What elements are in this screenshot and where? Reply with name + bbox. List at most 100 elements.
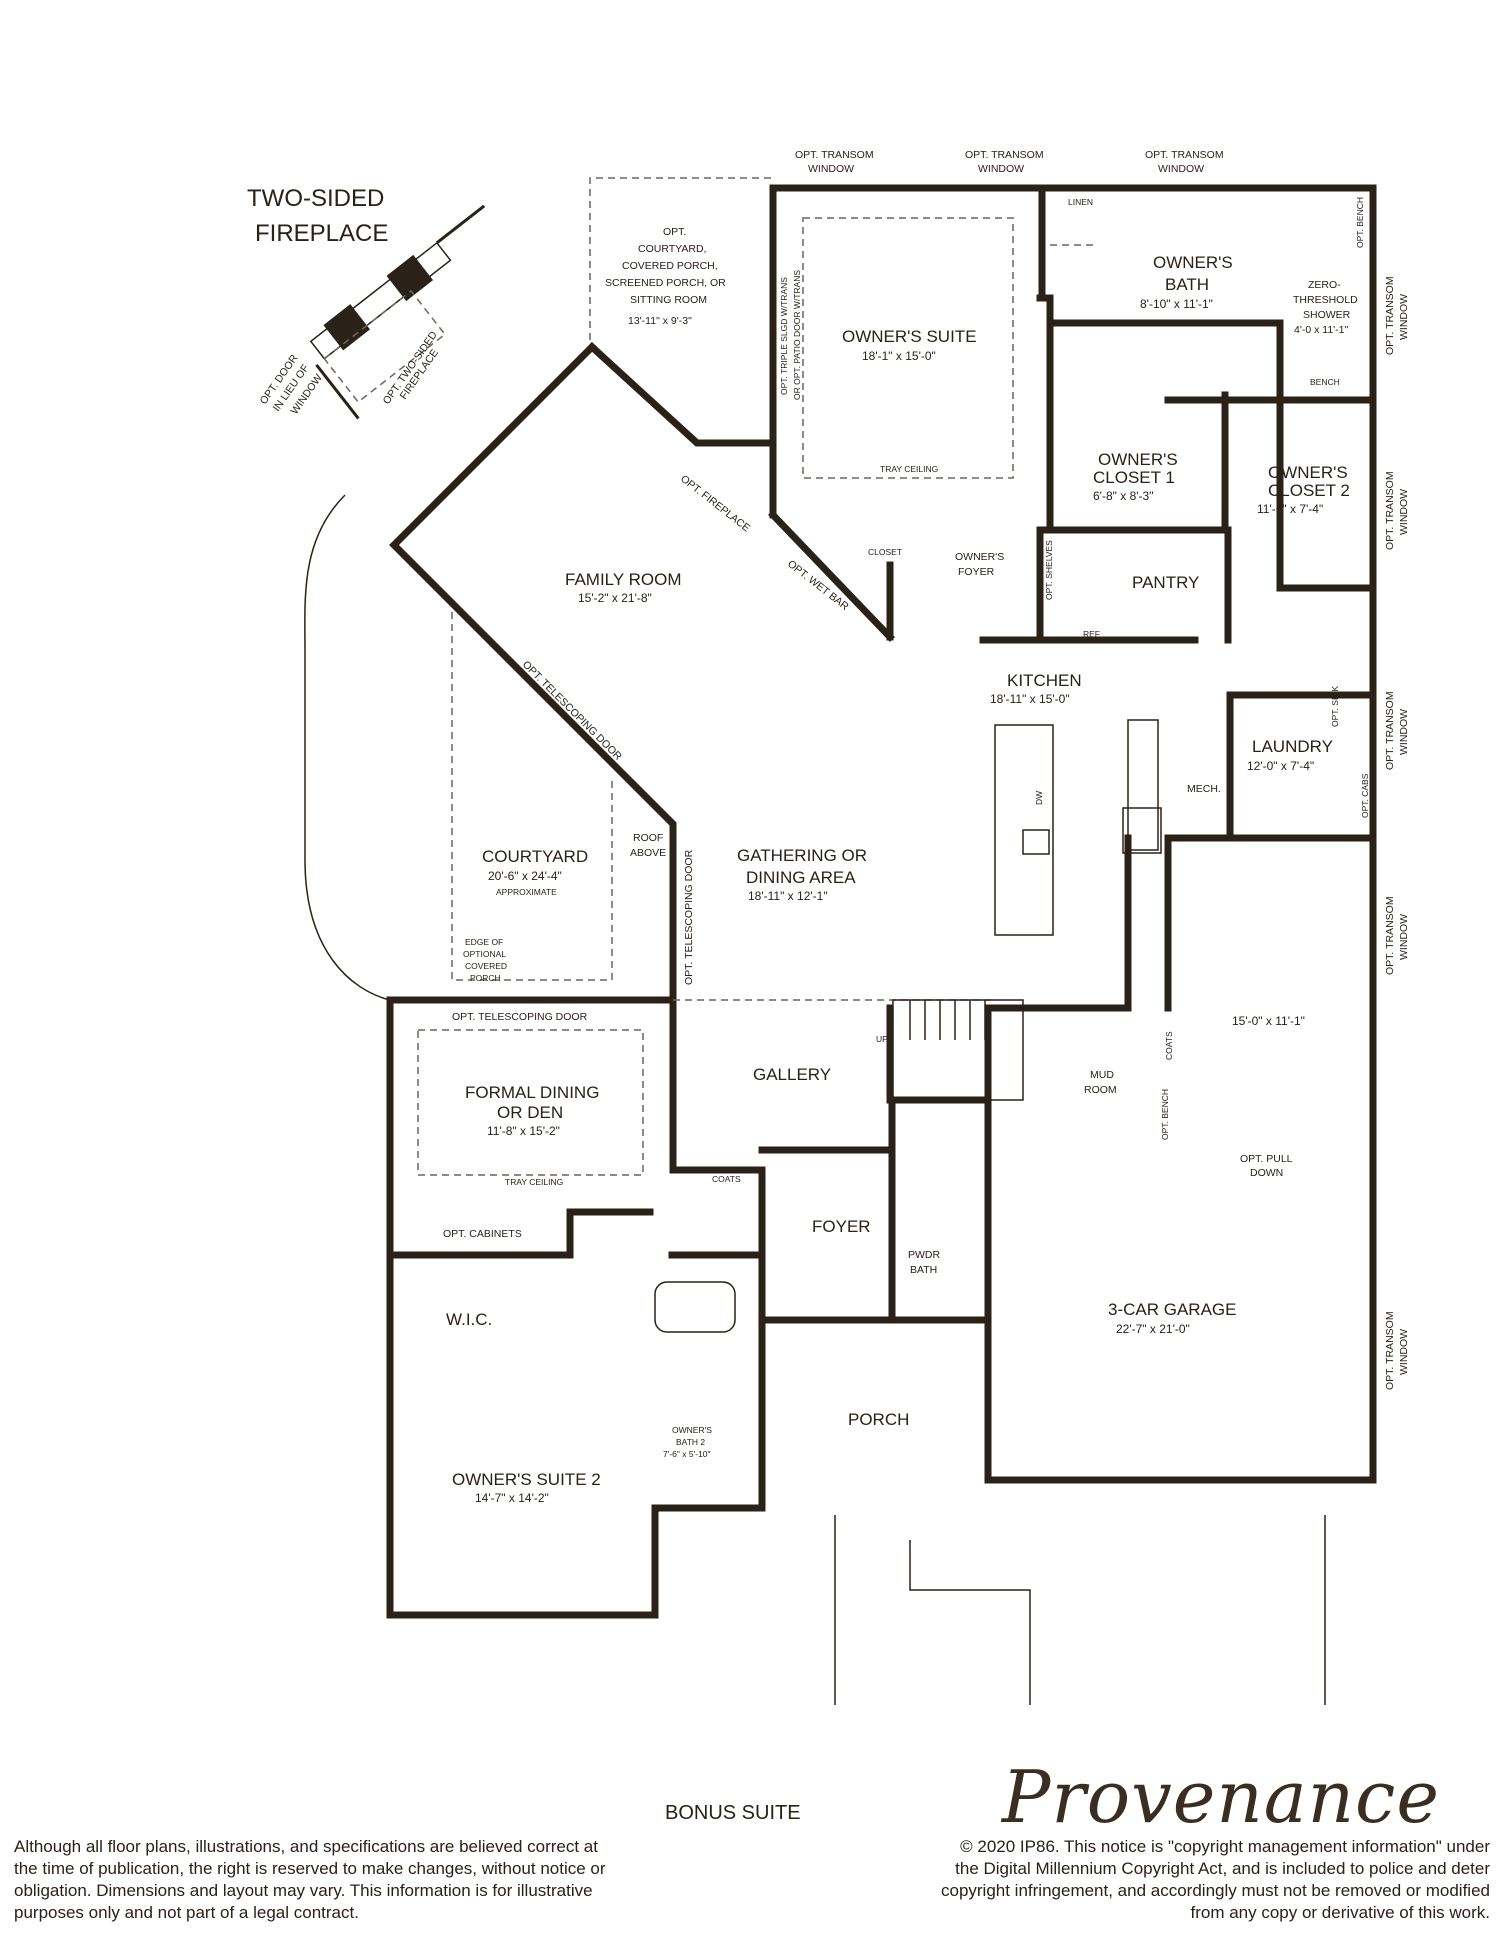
owners-bath2-l1: OWNER'S bbox=[672, 1425, 712, 1435]
opt-cabinets-label: OPT. CABINETS bbox=[443, 1228, 522, 1240]
gallery-label: GALLERY bbox=[753, 1065, 831, 1084]
closet2-l1: OWNER'S bbox=[1268, 463, 1348, 482]
exterior-walls bbox=[386, 184, 1377, 1619]
formal-dining-l1: FORMAL DINING bbox=[465, 1083, 599, 1102]
opt-shelves-label: OPT. SHELVES bbox=[1044, 540, 1054, 600]
transom-right4-l2: WINDOW bbox=[1398, 914, 1410, 960]
brand-logo: Provenance bbox=[1001, 1755, 1440, 1839]
transom-right1-l1: OPT. TRANSOM bbox=[1384, 276, 1396, 355]
ref-label: REF bbox=[1083, 629, 1100, 639]
owners-suite-dim: 18'-1" x 15'-0" bbox=[862, 349, 936, 363]
owners-foyer-l2: FOYER bbox=[958, 566, 995, 578]
owners-suite2-dim: 14'-7" x 14'-2" bbox=[475, 1491, 549, 1505]
kitchen-dim: 18'-11" x 15'-0" bbox=[990, 692, 1070, 706]
triple-slgd-l2: OR OPT. PATIO DOOR W/TRANS bbox=[792, 270, 802, 400]
copyright-line1: © 2020 IP86. This notice is "copyright m… bbox=[960, 1837, 1490, 1856]
opt-courtyard-l1: OPT. bbox=[663, 226, 686, 238]
opt-courtyard-dim: 13'-11" x 9'-3" bbox=[628, 315, 692, 327]
closet2-l2: CLOSET 2 bbox=[1268, 481, 1350, 500]
driveway bbox=[834, 1515, 1326, 1705]
wic-label: W.I.C. bbox=[446, 1310, 492, 1329]
pantry-label: PANTRY bbox=[1132, 573, 1199, 592]
courtyard-edge bbox=[304, 494, 391, 1001]
owners-suite-name: OWNER'S SUITE bbox=[842, 327, 977, 346]
shower-l3: SHOWER bbox=[1303, 309, 1351, 321]
closet1-dim: 6'-8" x 8'-3" bbox=[1093, 489, 1153, 503]
gathering-l2: DINING AREA bbox=[746, 868, 856, 887]
disclaimer-line4: purposes only and not part of a legal co… bbox=[14, 1903, 359, 1922]
transom-right5-l1: OPT. TRANSOM bbox=[1384, 1311, 1396, 1390]
copyright-line3: copyright infringement, and accordingly … bbox=[940, 1881, 1490, 1900]
transom-right5-l2: WINDOW bbox=[1398, 1329, 1410, 1375]
gathering-dim: 18'-11" x 12'-1" bbox=[748, 889, 828, 903]
owners-suite2-name: OWNER'S SUITE 2 bbox=[452, 1470, 601, 1489]
closet-label: CLOSET bbox=[868, 547, 902, 557]
transom-right3-l1: OPT. TRANSOM bbox=[1384, 691, 1396, 770]
formal-dining-l2: OR DEN bbox=[497, 1103, 563, 1122]
optional-outlines bbox=[417, 177, 1098, 1176]
telescoping-door-vert: OPT. TELESCOPING DOOR bbox=[683, 849, 695, 985]
courtyard-note: APPROXIMATE bbox=[496, 887, 557, 897]
edge-porch-l3: COVERED bbox=[465, 961, 507, 971]
transom-top3-l2: WINDOW bbox=[1158, 163, 1204, 175]
fireplace-title-line1: TWO-SIDED bbox=[247, 185, 384, 212]
transom-top3-l1: OPT. TRANSOM bbox=[1145, 149, 1224, 161]
up-label: UP bbox=[876, 1034, 888, 1044]
coats-label-mud: COATS bbox=[1164, 1031, 1174, 1060]
owners-bath-l2: BATH bbox=[1165, 275, 1209, 294]
family-room-dim: 15'-2" x 21'-8" bbox=[578, 591, 652, 605]
mud-room-l2: ROOM bbox=[1084, 1084, 1117, 1096]
transom-right2-l1: OPT. TRANSOM bbox=[1384, 471, 1396, 550]
transom-top2-l2: WINDOW bbox=[978, 163, 1024, 175]
garage-dim: 22'-7" x 21'-0" bbox=[1116, 1322, 1190, 1336]
transom-top1-l1: OPT. TRANSOM bbox=[795, 149, 874, 161]
shower-dim: 4'-0 x 11'-1" bbox=[1294, 324, 1349, 336]
shower-l1: ZERO- bbox=[1308, 279, 1341, 291]
bonus-suite-label: BONUS SUITE bbox=[665, 1802, 801, 1824]
transom-right3-l2: WINDOW bbox=[1398, 709, 1410, 755]
transom-right1-l2: WINDOW bbox=[1398, 294, 1410, 340]
owners-bath-l1: OWNER'S bbox=[1153, 253, 1233, 272]
opt-cabs-label: OPT. CABS bbox=[1360, 773, 1370, 818]
copyright-line2: the Digital Millennium Copyright Act, an… bbox=[955, 1859, 1490, 1878]
coats-label-foyer: COATS bbox=[712, 1174, 741, 1184]
opt-courtyard-l4: SCREENED PORCH, OR bbox=[605, 277, 726, 289]
stairs bbox=[892, 999, 1024, 1101]
laundry-dim: 12'-0" x 7'-4" bbox=[1247, 759, 1314, 773]
family-room-name: FAMILY ROOM bbox=[565, 570, 682, 589]
kitchen-island bbox=[994, 719, 1162, 936]
pull-down-l1: OPT. PULL bbox=[1240, 1153, 1293, 1165]
owners-bath-dim: 8'-10" x 11'-1" bbox=[1140, 297, 1213, 311]
disclaimer-line3: obligation. Dimensions and layout may va… bbox=[14, 1881, 593, 1900]
formal-dining-ceiling: TRAY CEILING bbox=[505, 1177, 563, 1187]
transom-right2-l2: WINDOW bbox=[1398, 489, 1410, 535]
opt-bench2-label: OPT. BENCH bbox=[1160, 1089, 1170, 1140]
telescoping-door-diag: OPT. TELESCOPING DOOR bbox=[520, 659, 624, 763]
opt-courtyard-l3: COVERED PORCH, bbox=[622, 260, 718, 272]
disclaimer-line1: Although all floor plans, illustrations,… bbox=[14, 1837, 598, 1856]
mud-room-l1: MUD bbox=[1090, 1069, 1114, 1081]
fireplace-title-line2: FIREPLACE bbox=[255, 220, 388, 247]
shower-l2: THRESHOLD bbox=[1293, 294, 1358, 306]
copyright-notice: © 2020 IP86. This notice is "copyright m… bbox=[840, 1836, 1490, 1924]
owners-foyer-l1: OWNER'S bbox=[955, 551, 1004, 563]
opt-sink-label: OPT. SINK bbox=[1330, 686, 1340, 727]
formal-dining-dim: 11'-8" x 15'-2" bbox=[487, 1124, 560, 1138]
linen-label: LINEN bbox=[1068, 197, 1093, 207]
fireplace-detail bbox=[309, 204, 486, 420]
opt-fireplace-label: OPT. FIREPLACE bbox=[678, 473, 752, 535]
closet2-dim: 11'-6" x 7'-4" bbox=[1257, 502, 1323, 516]
pull-down-l2: DOWN bbox=[1250, 1167, 1283, 1179]
edge-porch-l1: EDGE OF bbox=[465, 937, 503, 947]
edge-porch-l2: OPTIONAL bbox=[463, 949, 506, 959]
garage-name: 3-CAR GARAGE bbox=[1108, 1300, 1236, 1319]
foyer-label: FOYER bbox=[812, 1217, 871, 1236]
bathtub bbox=[654, 1281, 736, 1333]
roof-above-l2: ABOVE bbox=[630, 847, 666, 859]
owners-suite-ceiling: TRAY CEILING bbox=[880, 464, 938, 474]
gathering-l1: GATHERING OR bbox=[737, 846, 867, 865]
laundry-name: LAUNDRY bbox=[1252, 737, 1333, 756]
garage-upper-dim: 15'-0" x 11'-1" bbox=[1232, 1014, 1305, 1028]
telescoping-door-horiz: OPT. TELESCOPING DOOR bbox=[452, 1011, 588, 1023]
transom-top1-l2: WINDOW bbox=[808, 163, 854, 175]
